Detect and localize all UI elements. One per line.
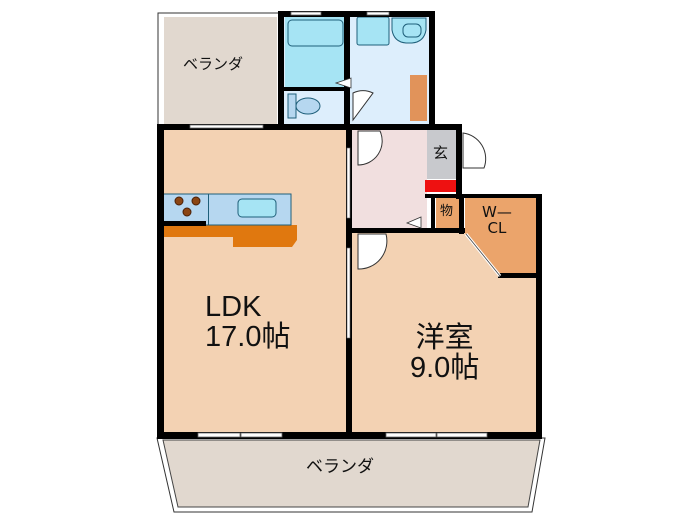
shoe-box <box>425 180 459 192</box>
balcony-bottom-label: ベランダ <box>306 457 374 477</box>
wcl-label-line2: CL <box>487 218 507 237</box>
storage-label: 物 <box>440 204 454 219</box>
ldk-label: LDK 17.0帖 <box>205 292 290 353</box>
western-room-label: 洋室 9.0帖 <box>410 323 479 384</box>
wcl-label-line1: W— <box>482 203 512 221</box>
door-swings <box>334 77 487 270</box>
balcony-top <box>157 12 282 127</box>
wcl-label: W— CL <box>482 203 512 237</box>
storage-floor <box>436 196 460 229</box>
windows <box>189 11 502 438</box>
ldk-size: 17.0帖 <box>205 321 291 354</box>
wcl-floor <box>465 197 536 275</box>
western-room-name: 洋室 <box>415 322 474 354</box>
western-room-size: 9.0帖 <box>410 352 480 385</box>
wet-area <box>281 13 431 126</box>
balcony-top-label: ベランダ <box>183 55 244 73</box>
ldk-floor <box>163 129 348 434</box>
balcony-bottom <box>156 437 546 513</box>
ldk-name: LDK <box>205 291 262 323</box>
kitchen-counter <box>162 193 297 247</box>
entrance-floor <box>427 129 458 179</box>
entrance-label: 玄 <box>433 144 449 162</box>
